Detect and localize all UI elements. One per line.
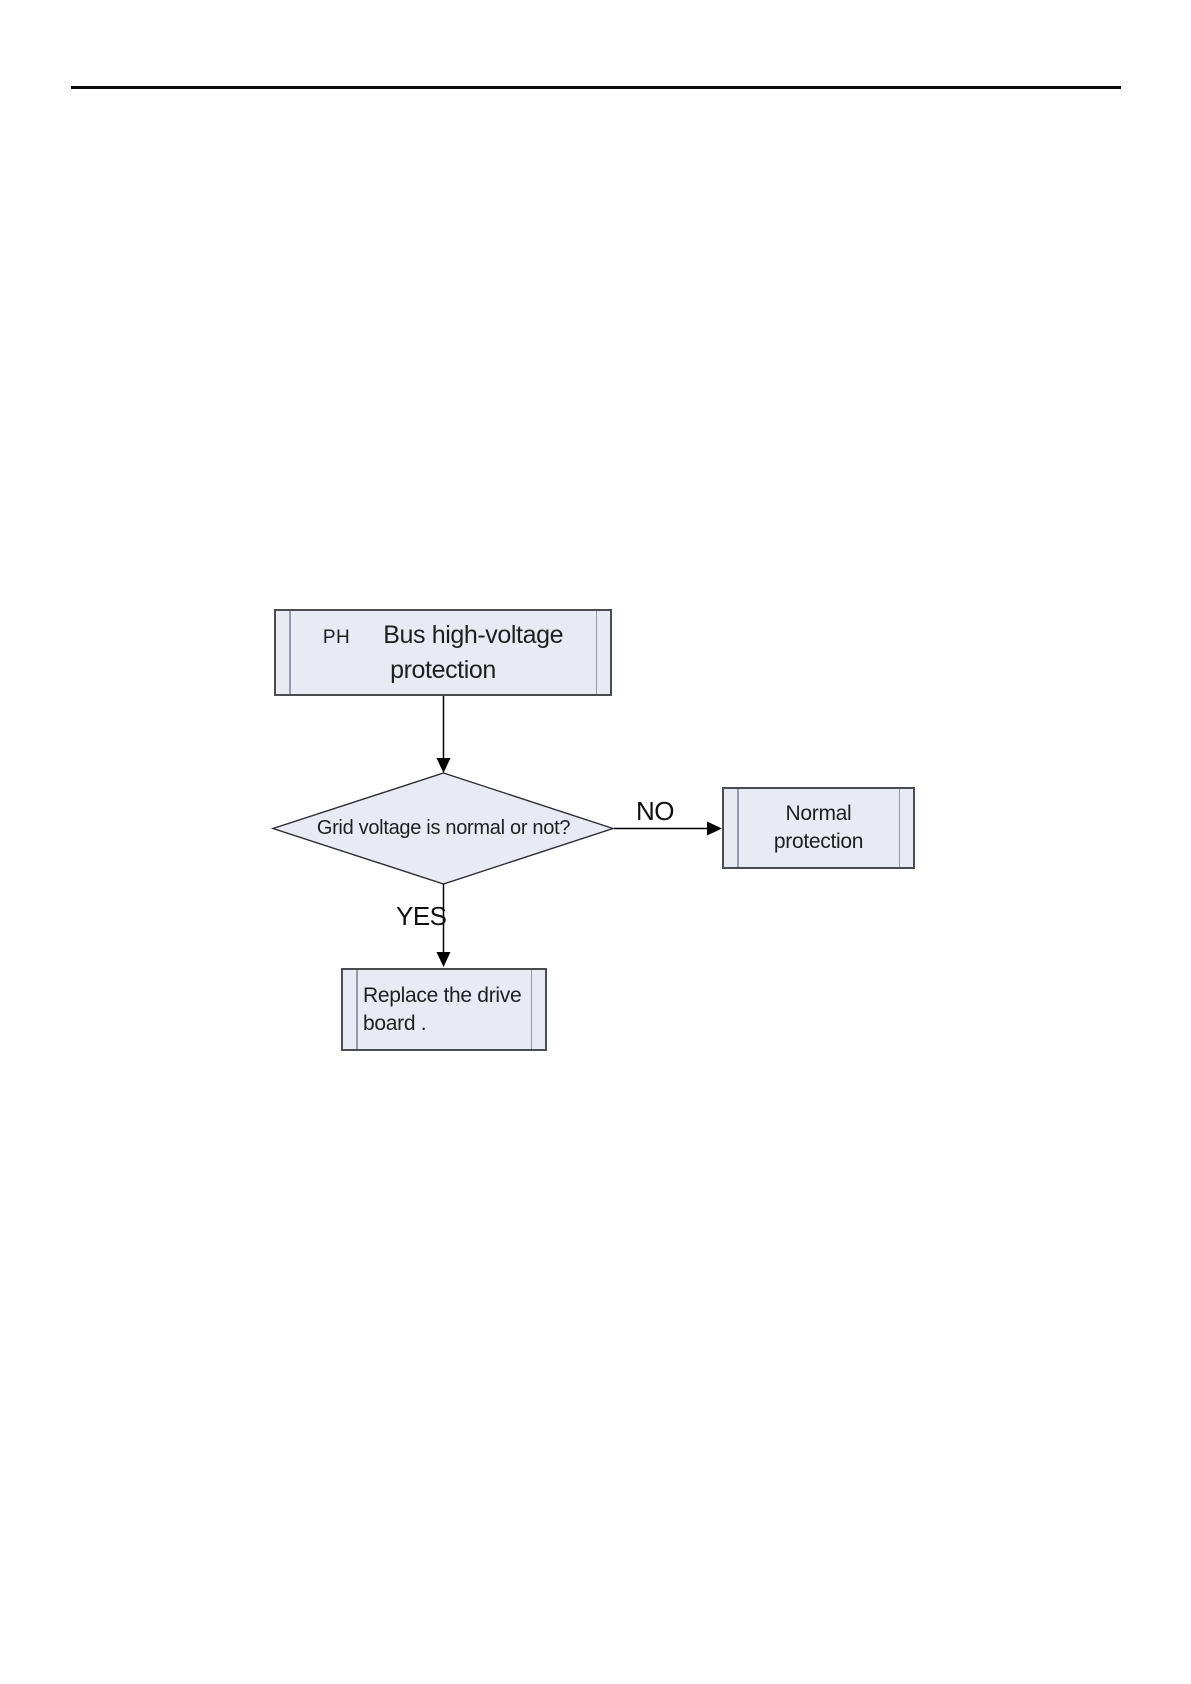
node-normal-protection: Normal protection [722,787,915,869]
node-inner-line-left [356,970,358,1049]
node-inner-line-right [530,970,532,1049]
node-title-line1: Bus high-voltage [383,621,564,649]
node-title-row: PH Bus high-voltage [276,619,610,654]
edge-decision-to-normal [614,821,722,836]
node-text-line1: Normal [785,802,852,825]
edge-start-to-decision [436,696,451,773]
arrowhead-right-icon [707,821,722,836]
node-inner-line-left [289,611,291,694]
decision-diamond-shape [270,772,616,885]
arrowhead-down-icon [436,758,451,773]
node-text-line1: Replace the drive [363,984,522,1007]
node-inner-line-right [898,789,900,867]
node-text-line2: board . [363,1012,427,1035]
node-inner-line-right [595,611,597,694]
node-bus-high-voltage-protection: PH Bus high-voltage protection [274,609,612,696]
node-inner-line-left [737,789,739,867]
branch-label-no: NO [636,796,675,826]
edge-decision-to-replace [436,884,451,967]
fault-code-label: PH [322,627,351,648]
arrowhead-down-icon [436,952,451,967]
header-rule [71,86,1121,89]
node-text-line2: protection [773,830,864,853]
node-title-line2: protection [390,656,496,684]
branch-label-yes: YES [396,901,447,931]
decision-question-label: Grid voltage is normal or not? [316,817,571,839]
node-replace-drive-board: Replace the drive board . [341,968,547,1051]
